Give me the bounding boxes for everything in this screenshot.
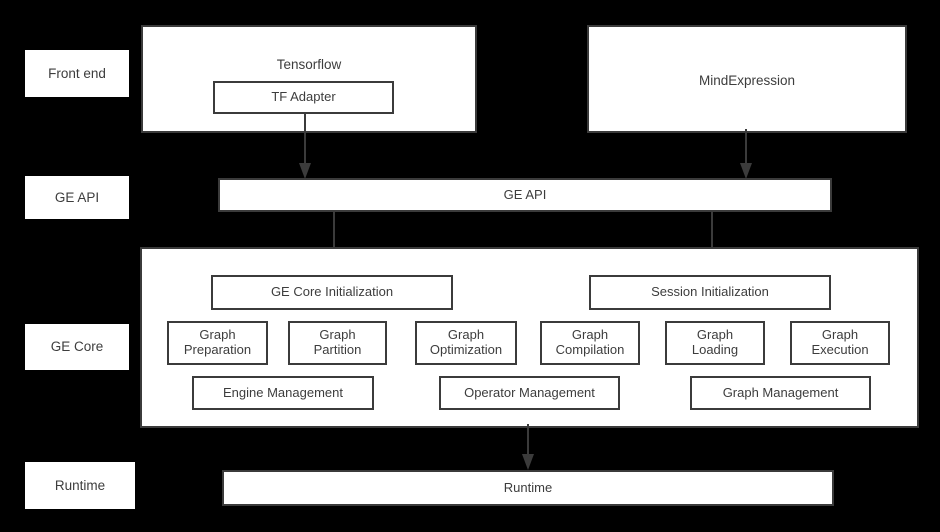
arrow-tf-adapter-to-ge-api — [296, 113, 314, 180]
graph-preparation-box[interactable]: Graph Preparation — [167, 321, 268, 365]
graph-execution-box[interactable]: Graph Execution — [790, 321, 890, 365]
arrow-mindexpression-to-ge-api — [737, 129, 755, 180]
mindexpression-label: MindExpression — [698, 73, 796, 88]
tensorflow-group: Tensorflow — [141, 25, 477, 133]
runtime-bar[interactable]: Runtime — [222, 470, 834, 506]
graph-optimization-box[interactable]: Graph Optimization — [415, 321, 517, 365]
ge-core-initialization-box[interactable]: GE Core Initialization — [211, 275, 453, 310]
layer-label-ge-core: GE Core — [25, 324, 129, 370]
graph-management-box[interactable]: Graph Management — [690, 376, 871, 410]
tensorflow-label: Tensorflow — [276, 57, 342, 72]
mindexpression-group: MindExpression — [587, 25, 907, 133]
arrow-ge-core-to-runtime — [519, 424, 537, 471]
graph-compilation-box[interactable]: Graph Compilation — [540, 321, 640, 365]
ge-api-bar[interactable]: GE API — [218, 178, 832, 212]
graph-partition-box[interactable]: Graph Partition — [288, 321, 387, 365]
tf-adapter-box[interactable]: TF Adapter — [213, 81, 394, 114]
layer-label-front-end: Front end — [25, 50, 129, 97]
layer-label-ge-api: GE API — [25, 176, 129, 219]
session-initialization-box[interactable]: Session Initialization — [589, 275, 831, 310]
operator-management-box[interactable]: Operator Management — [439, 376, 620, 410]
layer-label-runtime: Runtime — [25, 462, 135, 509]
graph-loading-box[interactable]: Graph Loading — [665, 321, 765, 365]
engine-management-box[interactable]: Engine Management — [192, 376, 374, 410]
